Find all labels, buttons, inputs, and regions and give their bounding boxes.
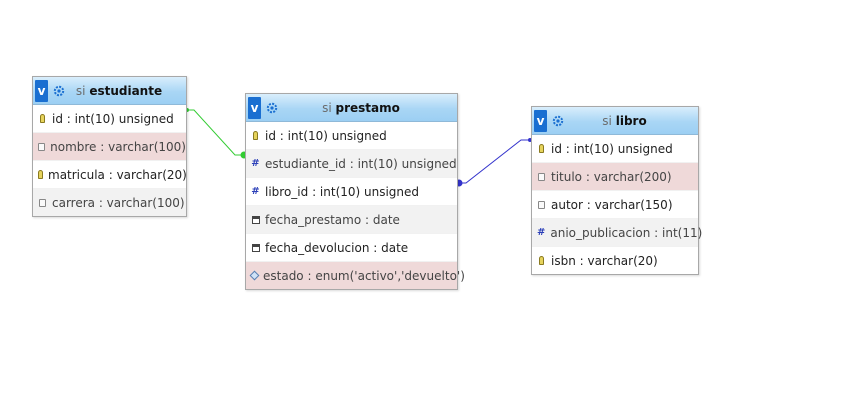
field-label: isbn : varchar(20) — [551, 253, 658, 268]
key-icon — [38, 113, 47, 124]
gear-icon[interactable] — [551, 114, 565, 128]
table-title[interactable]: si libro — [565, 114, 698, 128]
toggle-button[interactable]: v — [248, 96, 261, 119]
field-label: fecha_devolucion : date — [265, 240, 409, 255]
field-row-fecha-prestamo[interactable]: fecha_prestamo : date — [246, 206, 457, 234]
database-name: si — [322, 100, 332, 115]
field-label: nombre : varchar(100) — [50, 139, 186, 154]
table-name: prestamo — [335, 100, 400, 115]
doc-icon — [38, 141, 46, 152]
doc-icon — [537, 199, 546, 210]
database-name: si — [602, 113, 612, 128]
relation-estudiante-prestamo[interactable] — [185, 108, 248, 159]
key-icon — [251, 130, 260, 141]
field-row-id[interactable]: id : int(10) unsigned — [246, 122, 457, 150]
hash-icon: # — [537, 227, 546, 238]
calendar-icon — [251, 214, 260, 225]
doc-icon — [537, 171, 546, 182]
field-row-matricula[interactable]: matricula : varchar(20) — [33, 161, 187, 189]
field-label: carrera : varchar(100) — [52, 195, 185, 210]
table-libro[interactable]: v si libro id : int(10) unsigned titulo … — [531, 106, 702, 275]
key-icon — [38, 169, 43, 180]
table-title[interactable]: si prestamo — [279, 101, 457, 115]
table-name: libro — [615, 113, 647, 128]
field-row-fecha-devolucion[interactable]: fecha_devolucion : date — [246, 234, 457, 262]
table-header[interactable]: v si libro — [532, 107, 698, 135]
field-row-id[interactable]: id : int(10) unsigned — [532, 135, 698, 163]
key-icon — [537, 143, 546, 154]
field-row-titulo[interactable]: titulo : varchar(200) — [532, 163, 698, 191]
enum-icon — [249, 270, 260, 281]
table-name: estudiante — [89, 83, 163, 98]
toggle-button[interactable]: v — [534, 109, 547, 132]
field-label: id : int(10) unsigned — [52, 111, 174, 126]
table-title[interactable]: si estudiante — [66, 84, 186, 98]
field-label: fecha_prestamo : date — [265, 212, 400, 227]
toggle-button[interactable]: v — [35, 79, 48, 102]
relation-libro-prestamo[interactable] — [455, 138, 533, 187]
field-row-isbn[interactable]: isbn : varchar(20) — [532, 247, 698, 274]
table-estudiante[interactable]: v si estudiante id : int(10) unsigned no… — [32, 76, 187, 217]
field-label: matricula : varchar(20) — [48, 167, 187, 182]
field-label: anio_publicacion : int(11) — [550, 225, 703, 240]
field-row-id[interactable]: id : int(10) unsigned — [33, 105, 186, 133]
field-label: autor : varchar(150) — [551, 197, 673, 212]
field-row-nombre[interactable]: nombre : varchar(100) — [33, 133, 186, 161]
field-label: id : int(10) unsigned — [551, 141, 673, 156]
database-name: si — [75, 83, 86, 98]
field-label: id : int(10) unsigned — [265, 128, 387, 143]
table-header[interactable]: v si estudiante — [33, 77, 186, 105]
hash-icon: # — [251, 186, 260, 197]
field-row-autor[interactable]: autor : varchar(150) — [532, 191, 698, 219]
field-label: estado : enum('activo','devuelto') — [263, 268, 465, 283]
doc-icon — [38, 197, 47, 208]
key-icon — [537, 255, 546, 266]
gear-icon[interactable] — [265, 101, 279, 115]
field-label: estudiante_id : int(10) unsigned — [265, 156, 457, 171]
field-label: libro_id : int(10) unsigned — [265, 184, 420, 199]
field-label: titulo : varchar(200) — [551, 169, 672, 184]
table-prestamo[interactable]: v si prestamo id : int(10) unsigned # es… — [245, 93, 465, 290]
calendar-icon — [251, 242, 260, 253]
field-row-estado[interactable]: estado : enum('activo','devuelto') — [246, 262, 465, 289]
field-row-estudiante-id[interactable]: # estudiante_id : int(10) unsigned — [246, 150, 457, 178]
hash-icon: # — [251, 158, 260, 169]
table-header[interactable]: v si prestamo — [246, 94, 457, 122]
gear-icon[interactable] — [52, 84, 66, 98]
field-row-anio-publicacion[interactable]: # anio_publicacion : int(11) — [532, 219, 702, 247]
field-row-libro-id[interactable]: # libro_id : int(10) unsigned — [246, 178, 457, 206]
field-row-carrera[interactable]: carrera : varchar(100) — [33, 189, 186, 216]
